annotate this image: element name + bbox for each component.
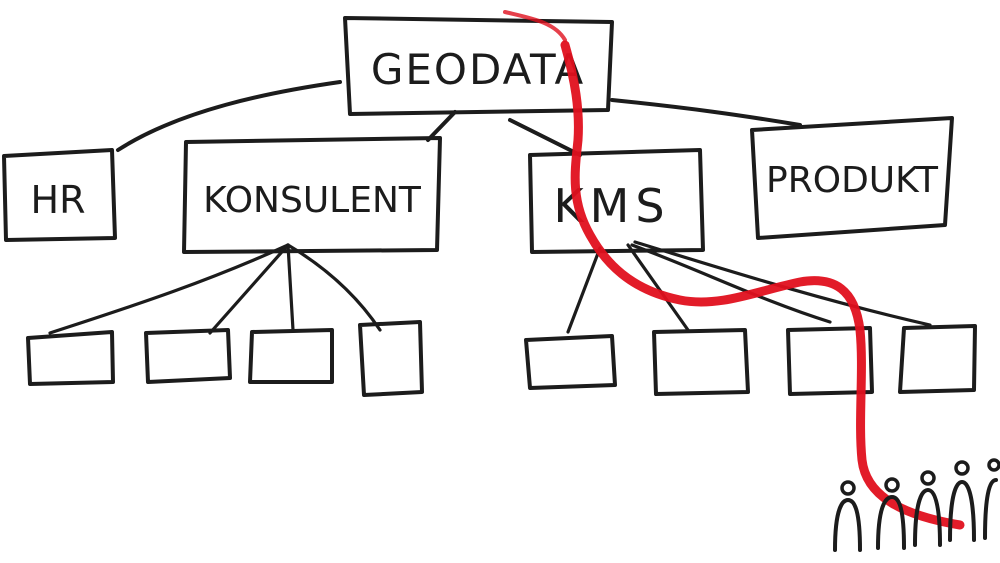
highlight-route (503, 10, 965, 530)
connector-root-kms (508, 118, 582, 157)
department-label-konsulent: KONSULENT (203, 180, 422, 221)
subnode-box (26, 330, 115, 386)
root-node-geodata: GEODATA (343, 16, 614, 116)
kms-subnodes (524, 324, 977, 396)
department-label-produkt: PRODUKT (766, 160, 939, 201)
department-node-produkt: PRODUKT (750, 116, 954, 240)
department-node-konsulent: KONSULENT (182, 136, 442, 254)
department-box-konsulent (182, 136, 442, 254)
department-box-hr (2, 148, 117, 242)
connector-root-konsulent (426, 110, 457, 142)
root-connectors (116, 80, 802, 157)
root-node-box (343, 16, 614, 116)
subnode-box (144, 328, 232, 384)
subnode-box (248, 328, 334, 384)
kms-subconnectors (566, 240, 932, 334)
highlight-route-line (560, 40, 965, 530)
people-group-icon (833, 458, 1000, 552)
department-node-hr: HR (2, 148, 117, 242)
subnode-box (652, 328, 750, 396)
subnode-box (358, 320, 424, 397)
konsulent-subnodes (26, 320, 424, 397)
department-label-hr: HR (31, 178, 86, 222)
connector-root-hr (116, 80, 342, 152)
subnode-box (524, 334, 617, 390)
department-box-kms (528, 148, 705, 254)
connector-root-produkt (610, 98, 802, 127)
root-node-label: GEODATA (371, 45, 585, 94)
subnode-box (898, 324, 977, 394)
konsulent-subconnectors (48, 243, 382, 335)
department-node-kms: KMS (528, 148, 705, 254)
subnode-box (786, 326, 874, 396)
department-box-produkt (750, 116, 954, 240)
